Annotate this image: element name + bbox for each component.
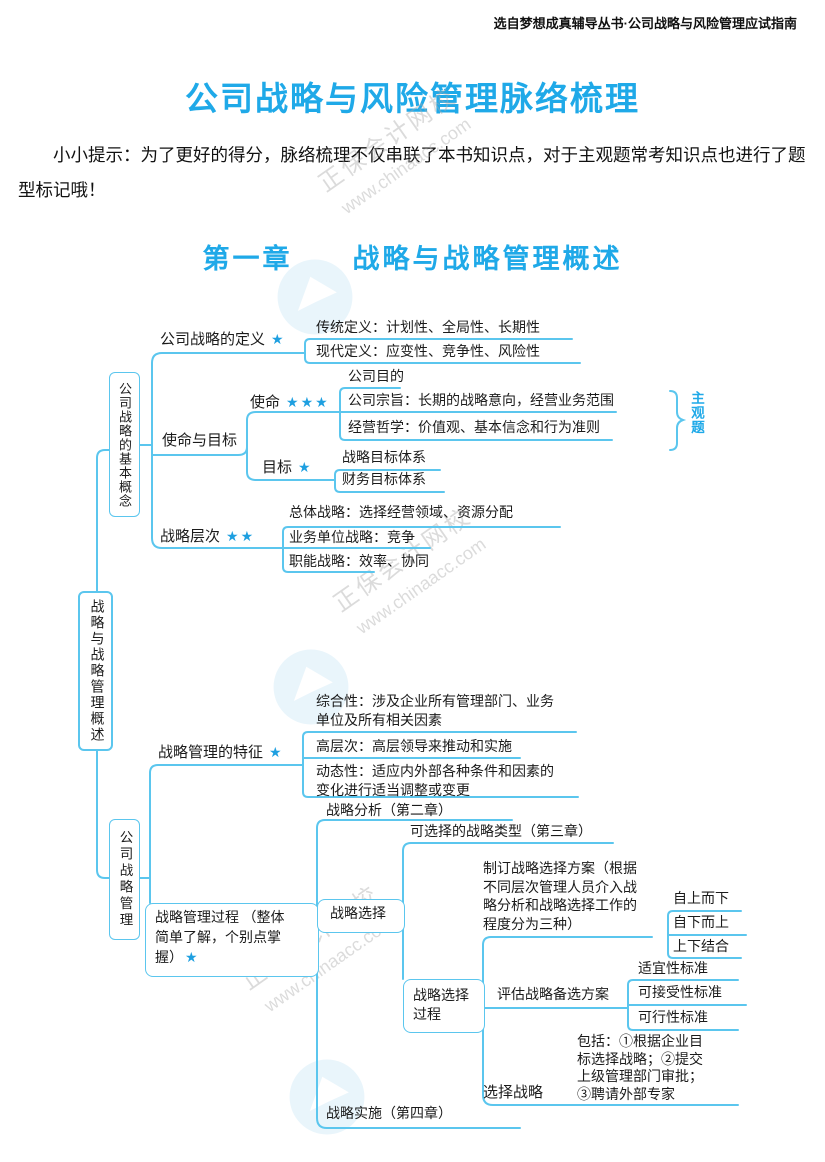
goal-node: 目标 ★ [262,460,313,477]
choice-node-box: 战略选择 [317,899,405,933]
definition-stars: ★ [271,333,286,348]
features-label: 战略管理的特征 [158,745,264,761]
business-philosophy: 经营哲学：价值观、基本信念和行为准则 [348,421,600,436]
evaluate-criterion: 可行性标准 [638,1011,708,1026]
company-purpose: 公司目的 [348,370,404,385]
levels-node: 战略层次 ★★ [160,529,255,546]
modern-definition: 现代定义：应变性、竞争性、风险性 [316,345,540,360]
chinaacc-logo-watermark [288,1058,366,1141]
traditional-definition: 传统定义：计划性、全局性、长期性 [316,321,540,336]
management-node: 公司战略管理 [109,819,140,940]
features-stars: ★ [269,746,284,761]
choice-process-node: 战略选择过程 [413,989,469,1023]
definition-bracket [304,338,581,364]
financial-goal-system: 财务目标体系 [342,473,426,488]
select-note: 包括：①根据企业目标选择战略；②提交上级管理部门审批；③聘请外部专家 [577,1035,703,1103]
definition-node: 公司战略的定义 ★ [160,332,286,349]
formulate-option: 自上而下 [673,892,729,907]
intro-note: 小小提示：为了更好的得分，脉络梳理不仅串联了本书知识点，对于主观题常考知识点也进… [18,145,806,200]
page-header: 选自梦想成真辅导丛书·公司战略与风险管理应试指南 [493,16,797,31]
business-unit-strategy: 业务单位战略：竞争 [289,531,415,546]
basic-trunk [151,352,431,549]
evaluate-criterion: 适宜性标准 [638,962,708,977]
strategy-implementation: 战略实施（第四章） [326,1107,452,1122]
feature-comprehensive: 综合性：涉及企业所有管理部门、业务单位及所有相关因素 [316,695,554,729]
mission-goal-up-line [151,411,617,456]
feature-high-level: 高层次：高层领导来推动和实施 [316,740,512,755]
formulate-option: 上下结合 [673,940,729,955]
features-trunk [149,764,304,904]
definition-label: 公司战略的定义 [160,332,266,348]
feature-dynamic: 动态性：适应内外部各种条件和因素的变化进行适当调整或变更 [316,765,554,799]
subjective-brace [669,390,687,451]
mission-goal-node: 使命与目标 [162,433,238,449]
subjective-question-tag: 主观题 [689,391,704,435]
evaluate-node: 评估战略备选方案 [497,988,609,1003]
page-title: 公司战略与风险管理脉络梳理 [185,80,640,117]
basic-concepts-node: 公司战略的基本概念 [109,372,140,517]
root-to-management-line [96,745,111,879]
process-stars: ★ [185,951,200,966]
strategic-goal-system: 战略目标体系 [342,451,426,466]
choice-trunk [402,842,614,980]
company-tenet: 公司宗旨：长期的战略意向，经营业务范围 [348,394,614,409]
features-node: 战略管理的特征 ★ [158,745,284,762]
strategy-types: 可选择的战略类型（第三章） [410,825,592,840]
functional-strategy: 职能战略：效率、协同 [289,555,429,570]
features-bracket [302,731,579,798]
chinaacc-logo-watermark [276,258,354,341]
goal-stars: ★ [298,461,313,476]
levels-label: 战略层次 [160,529,221,545]
process-label: 战略管理过程 （整体简单了解，个别点掌握） [155,911,285,966]
mission-goal-down-line [246,447,336,481]
choice-node: 战略选择 [330,907,386,922]
root-node: 战略与战略管理概述 [78,591,113,751]
mission-stars: ★★★ [286,396,330,411]
formulate-node: 制订战略选择方案（根据不同层次管理人员介入战略分析和战略选择工作的程度分为三种） [483,862,637,933]
chapter-heading: 第一章 战略与战略管理概述 [202,244,623,274]
chinaacc-logo-watermark [272,648,350,731]
goal-bracket [334,469,445,493]
choice-process-node-box: 战略选择过程 [403,979,485,1033]
mission-bracket [339,387,613,441]
mission-node: 使命 ★★★ [250,395,330,412]
overall-strategy: 总体战略：选择经营领域、资源分配 [289,506,513,521]
levels-stars: ★★ [226,530,256,545]
evaluate-criterion: 可接受性标准 [638,986,722,1001]
root-to-basic-line [96,449,111,593]
formulate-option: 自下而上 [673,916,729,931]
process-node-box: 战略管理过程 （整体简单了解，个别点掌握）★ [145,903,319,977]
process-node: 战略管理过程 （整体简单了解，个别点掌握）★ [155,909,295,969]
select-node: 选择战略 [483,1085,544,1101]
goal-label: 目标 [262,460,293,476]
mission-label: 使命 [250,395,281,411]
levels-bracket [282,526,561,573]
strategy-analysis: 战略分析（第二章） [326,804,452,819]
